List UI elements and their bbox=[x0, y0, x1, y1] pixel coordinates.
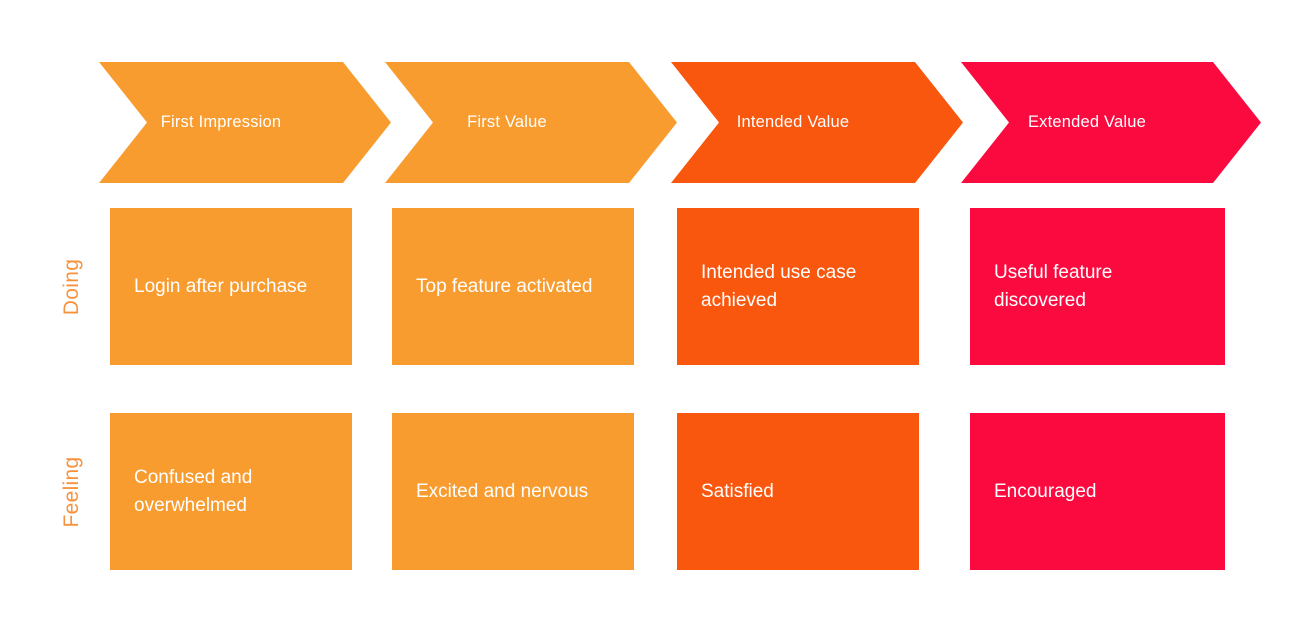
feeling-cell-extended-value: Encouraged bbox=[970, 413, 1225, 570]
feeling-cell-intended-value: Satisfied bbox=[677, 413, 919, 570]
stage-label: First Impression bbox=[160, 113, 282, 131]
feeling-row-label: Feeling bbox=[60, 456, 83, 528]
doing-cell-extended-value: Useful feature discovered bbox=[970, 208, 1225, 365]
stage-arrow-intended-value: Intended Value bbox=[671, 62, 963, 183]
cell-text: Useful feature discovered bbox=[994, 261, 1113, 311]
stage-arrow-extended-value: Extended Value bbox=[961, 62, 1261, 183]
cell-text: Intended use case achieved bbox=[701, 261, 857, 311]
doing-row-label: Doing bbox=[60, 258, 83, 316]
stage-label: Extended Value bbox=[1027, 113, 1147, 131]
stage-arrow-first-impression: First Impression bbox=[99, 62, 391, 183]
doing-cell-first-impression: Login after purchase bbox=[110, 208, 352, 365]
feeling-cell-first-impression: Confused and overwhelmed bbox=[110, 413, 352, 570]
cell-text: Excited and nervous bbox=[416, 480, 589, 502]
cell-text: Satisfied bbox=[701, 480, 774, 502]
cell-text: Login after purchase bbox=[134, 275, 308, 297]
doing-cell-first-value: Top feature activated bbox=[392, 208, 634, 365]
cell-text: Top feature activated bbox=[416, 275, 593, 297]
feeling-cell-first-value: Excited and nervous bbox=[392, 413, 634, 570]
doing-cell-intended-value: Intended use case achieved bbox=[677, 208, 919, 365]
cell-text: Encouraged bbox=[994, 480, 1097, 502]
stage-label: Intended Value bbox=[736, 113, 850, 131]
stage-arrow-first-value: First Value bbox=[385, 62, 677, 183]
stage-label: First Value bbox=[467, 113, 547, 131]
cell-text: Confused and overwhelmed bbox=[134, 466, 253, 516]
